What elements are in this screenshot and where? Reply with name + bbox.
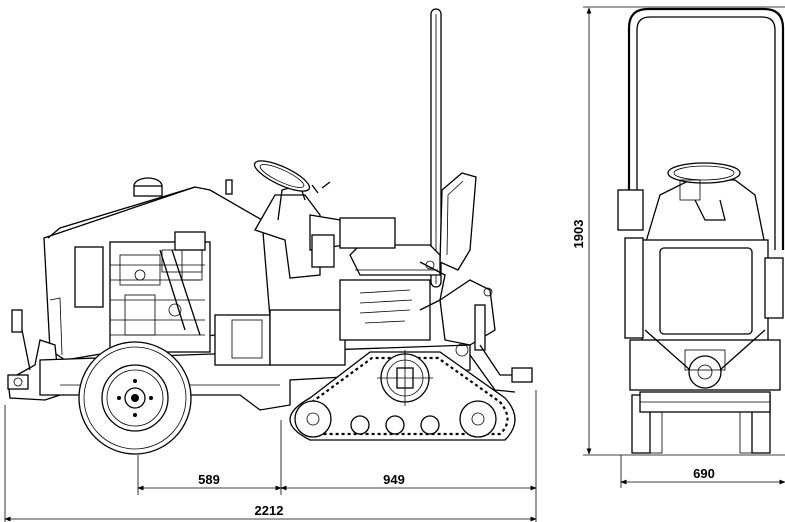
dim-label-589: 589 (198, 472, 220, 487)
front-undercarriage (629, 329, 781, 454)
operator-seat (339, 172, 477, 311)
rubber-track (289, 350, 516, 441)
front-rops-bar (627, 7, 785, 250)
front-view (617, 7, 785, 454)
front-hitch (439, 279, 533, 393)
engine-block (109, 231, 211, 353)
side-view (7, 8, 533, 455)
dim-label-690: 690 (693, 466, 715, 481)
rear-wheel (78, 341, 192, 455)
control-tower (225, 160, 346, 279)
front-body (617, 162, 784, 349)
dim-label-2212: 2212 (255, 503, 284, 518)
dim-label-1903: 1903 (571, 220, 586, 249)
rops-bar (430, 8, 442, 288)
dimension-lines: 589 949 2212 690 1903 (4, 6, 785, 522)
dim-label-949: 949 (383, 472, 405, 487)
